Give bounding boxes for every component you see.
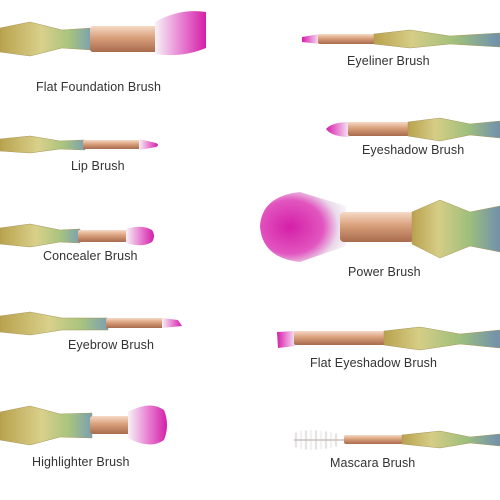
eyebrow-brush-photo [0,311,182,336]
flat-foundation-brush-photo [0,11,206,57]
power-brush-label: Power Brush [348,265,421,279]
lip-brush-photo [0,135,158,154]
eyeliner-brush-photo [302,29,500,49]
lip-brush-label: Lip Brush [71,159,125,173]
eyeliner-brush-label: Eyeliner Brush [347,54,430,68]
flat-eyeshadow-brush-label: Flat Eyeshadow Brush [310,356,438,370]
highlighter-brush-photo [0,405,167,446]
flat-eyeshadow-brush-photo [277,326,500,351]
highlighter-brush-label: Highlighter Brush [32,455,130,469]
eyeshadow-brush-label: Eyeshadow Brush [362,143,465,157]
eyeshadow-brush-photo [326,117,500,142]
eyebrow-brush-label: Eyebrow Brush [68,338,155,352]
mascara-brush-label: Mascara Brush [330,456,416,470]
mascara-brush-photo [294,429,500,451]
flat-foundation-brush-label: Flat Foundation Brush [36,80,162,94]
concealer-brush-label: Concealer Brush [43,249,138,263]
concealer-brush-photo [0,223,154,248]
power-brush-photo [260,192,500,262]
